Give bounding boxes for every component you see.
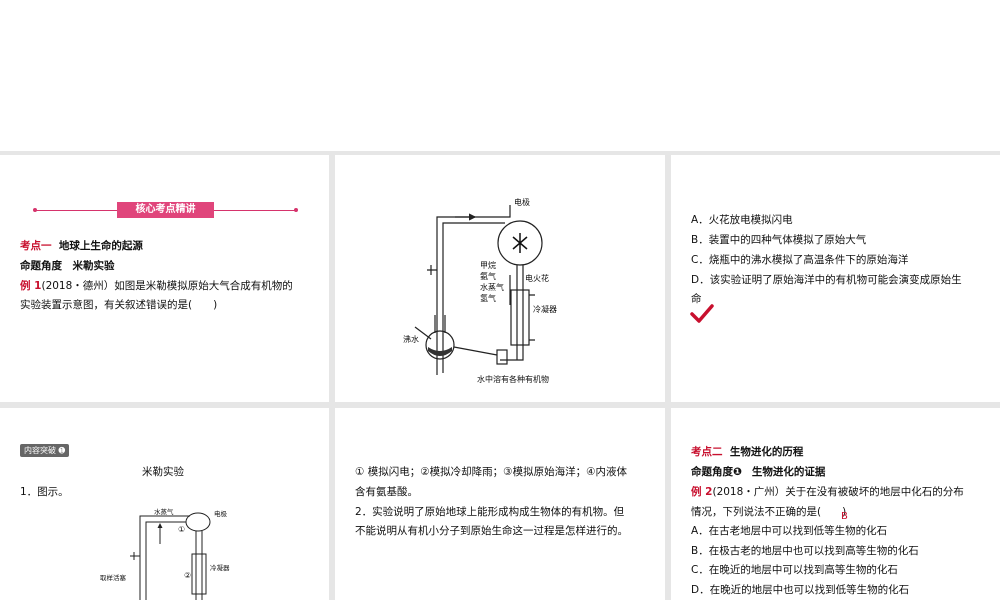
- kaodian2-label: 考点二: [691, 446, 723, 458]
- left-tap: [427, 265, 437, 275]
- condenser-tube: [516, 265, 524, 350]
- slide5-line1: ① 模拟闪电；②模拟冷却降雨；③模拟原始海洋；④内液体: [355, 466, 627, 478]
- spark-flask: [497, 220, 543, 266]
- label-bottom: 水中溶有各种有机物: [477, 374, 549, 384]
- kaodian2-line: 考点二 生物进化的历程: [691, 445, 803, 459]
- boiling-flask: [425, 330, 455, 360]
- label-circle2: ②: [184, 571, 191, 580]
- slide-4[interactable]: 内容突破 ➊ 米勒实验 1．图示。 水蒸气 电极 ① ② 冷凝器 取样活塞: [0, 408, 329, 600]
- label-electrode: 电极: [514, 197, 530, 207]
- label-boiling: 沸水: [403, 334, 419, 344]
- condenser-arrow: [529, 294, 535, 341]
- mingti2-title: 生物进化的证据: [751, 466, 826, 478]
- example-line: 例 1(2018・德州）如图是米勒模拟原始大气合成有机物的: [20, 279, 293, 293]
- example2-line: 例 2(2018・广州）关于在没有被破坏的地层中化石的分布: [691, 485, 964, 499]
- content-tag-label: 内容突破: [24, 446, 56, 455]
- slide-5[interactable]: ① 模拟闪电；②模拟冷却降雨；③模拟原始海洋；④内液体 含有氨基酸。 2．实验说…: [335, 408, 665, 600]
- mingti2-label: 命题角度: [691, 466, 733, 478]
- top-blank-area: [0, 0, 1000, 151]
- slide5-line4: 不能说明从有机小分子到原始生命这一过程是怎样进行的。: [355, 525, 628, 537]
- slide4-title: 米勒实验: [142, 466, 184, 478]
- slide-6[interactable]: 考点二 生物进化的历程 命题角度❶ 生物进化的证据 例 2(2018・广州）关于在…: [671, 408, 1000, 600]
- condenser-jacket: [510, 289, 530, 346]
- mingti-line: 命题角度 米勒实验: [20, 260, 115, 272]
- label-circle1: ①: [178, 525, 185, 534]
- option2-d[interactable]: D．在晚近的地层中也可以找到低等生物的化石: [691, 584, 910, 596]
- label-vapor: 水蒸气: [154, 507, 174, 516]
- kaodian2-title: 生物进化的历程: [729, 446, 804, 458]
- example2-text: (2018・广州）关于在没有被破坏的地层中化石的分布: [712, 486, 964, 498]
- mingti2-number-icon: ❶: [733, 466, 742, 478]
- water-level: [428, 347, 452, 356]
- banner-dot-right: [294, 208, 298, 212]
- label-condenser-2: 冷凝器: [210, 563, 230, 572]
- example2-line-2: 情况，下列说法不正确的是( ): [691, 506, 847, 518]
- collector: [496, 349, 508, 365]
- slide-1[interactable]: 核心考点精讲 考点一 地球上生命的起源 命题角度 米勒实验 例 1(2018・德…: [0, 155, 329, 402]
- option-c[interactable]: C．烧瓶中的沸水模拟了高温条件下的原始海洋: [691, 254, 909, 266]
- kaodian-line: 考点一 地球上生命的起源: [20, 239, 143, 253]
- option2-c[interactable]: C．在晚近的地层中可以找到高等生物的化石: [691, 564, 898, 576]
- label-sampling: 取样活塞: [100, 573, 127, 582]
- banner-badge: 核心考点精讲: [117, 202, 214, 218]
- spark-symbol: [512, 233, 528, 253]
- flask-neck: [434, 315, 446, 333]
- mingti2-line: 命题角度❶ 生物进化的证据: [691, 465, 825, 479]
- answer-mark: B: [841, 511, 848, 522]
- slide5-line3: 2．实验说明了原始地球上能形成构成生物体的有机物。但: [355, 506, 625, 518]
- option2-b[interactable]: B．在极古老的地层中也可以找到高等生物的化石: [691, 545, 919, 557]
- slide4-item1: 1．图示。: [20, 486, 69, 498]
- label-gas-1: 甲烷: [480, 260, 496, 270]
- label-gas-2: 氨气: [480, 271, 496, 281]
- banner-line-left: [35, 210, 117, 211]
- option-a[interactable]: A．火花放电模拟闪电: [691, 214, 793, 226]
- example-line-2: 实验装置示意图，有关叙述错误的是( ): [20, 299, 218, 311]
- miller-apparatus-diagram: 电极 甲烷 氨气 水蒸气 氢气 电火花 冷凝器 沸水 水中溶有各种有机物: [403, 197, 557, 384]
- miller-apparatus-diagram-2: 水蒸气 电极 ① ② 冷凝器 取样活塞: [100, 507, 230, 600]
- heater: [414, 326, 432, 340]
- label-spark: 电火花: [525, 273, 549, 283]
- kaodian-title: 地球上生命的起源: [58, 240, 143, 252]
- example-text: (2018・德州）如图是米勒模拟原始大气合成有机物的: [41, 280, 293, 292]
- label-gas-3: 水蒸气: [480, 282, 504, 292]
- content-tag: 内容突破 ➊: [20, 444, 70, 457]
- example-label: 例 1: [20, 280, 42, 292]
- option2-a[interactable]: A．在古老地层中可以找到低等生物的化石: [691, 525, 888, 537]
- option-d-cont: 命: [691, 293, 702, 305]
- bottom-pipe: [453, 346, 498, 356]
- banner-line-right: [214, 210, 296, 211]
- kaodian-label: 考点一: [20, 240, 52, 252]
- slide5-line2: 含有氨基酸。: [355, 486, 418, 498]
- tag-number-icon: ➊: [58, 446, 66, 455]
- option-b[interactable]: B．装置中的四种气体模拟了原始大气: [691, 234, 867, 246]
- label-condenser: 冷凝器: [533, 304, 557, 314]
- label-gas-4: 氢气: [480, 293, 496, 303]
- slide-3[interactable]: A．火花放电模拟闪电 B．装置中的四种气体模拟了原始大气 C．烧瓶中的沸水模拟了…: [671, 155, 1000, 402]
- top-tube-inner: [442, 222, 505, 373]
- example2-label: 例 2: [691, 486, 713, 498]
- banner-dot-left: [33, 208, 37, 212]
- bottom-u: [500, 350, 524, 361]
- slide-2[interactable]: 电极 甲烷 氨气 水蒸气 氢气 电火花 冷凝器 沸水 水中溶有各种有机物: [335, 155, 665, 402]
- checkmark-icon: [690, 304, 714, 323]
- option-d[interactable]: D．该实验证明了原始海洋中的有机物可能会演变成原始生: [691, 274, 962, 286]
- label-electrode-2: 电极: [214, 509, 228, 518]
